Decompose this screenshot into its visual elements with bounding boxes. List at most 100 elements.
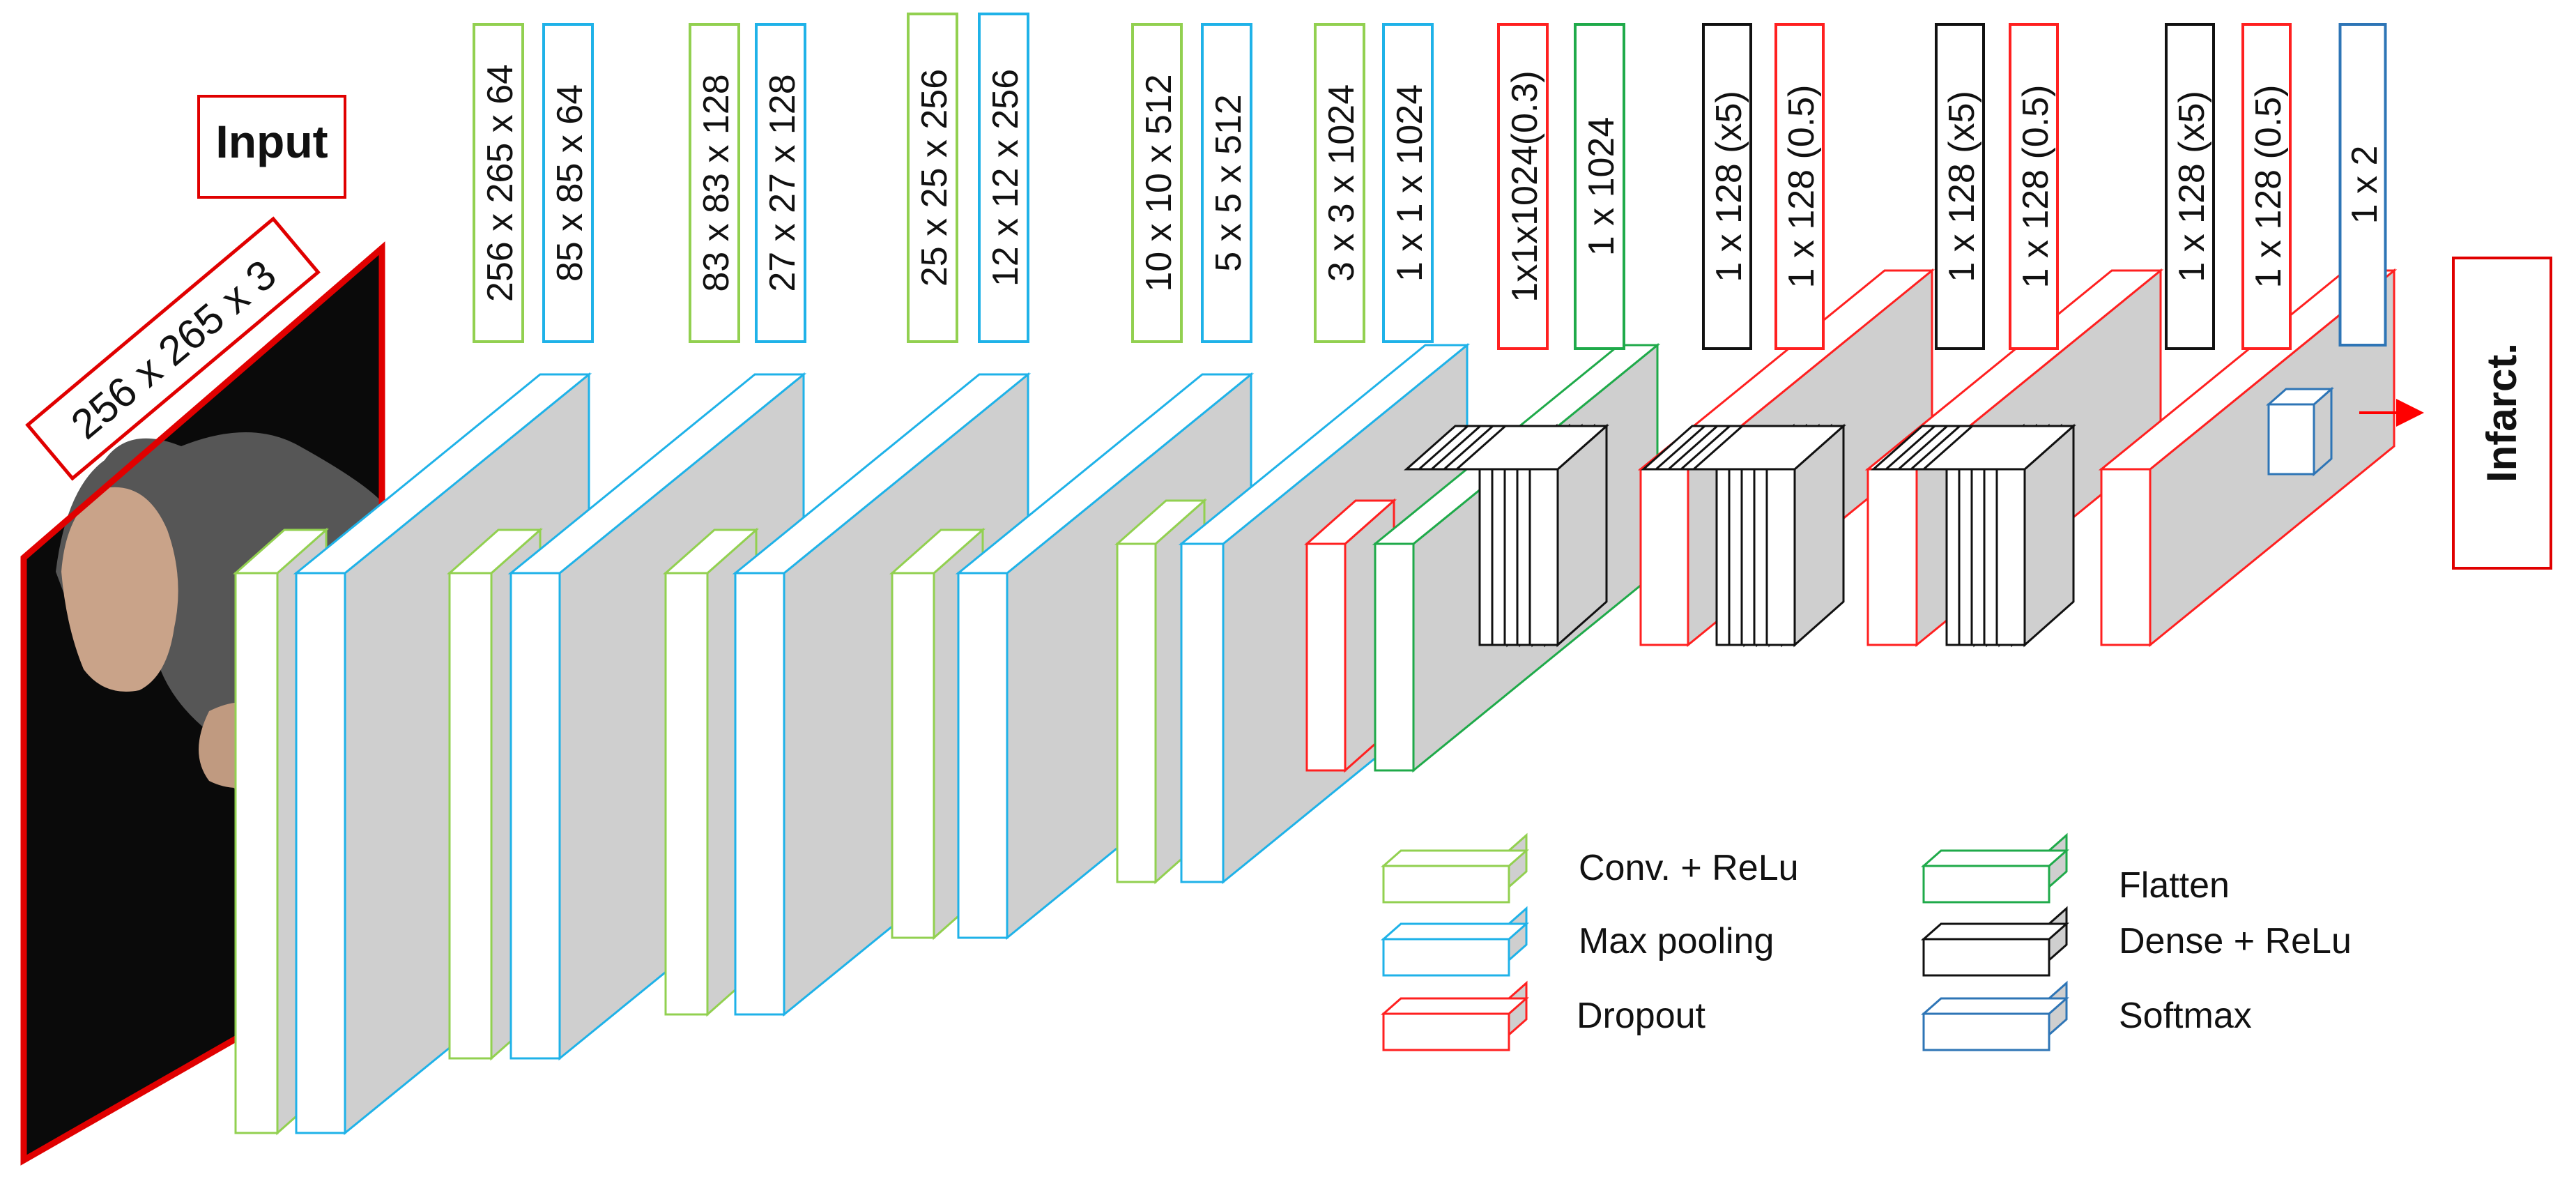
layer-front-face [734,572,785,1016]
dim-label-text: 1 x 128 (0.5) [1781,85,1822,289]
dim-label-text: 1x1x1024(0.3) [1505,70,1545,302]
dim-label-17: 1 x 128 (x5) [2165,23,2215,350]
dim-label-16: 1 x 128 (0.5) [2009,23,2059,350]
dim-label-2: 85 x 85 x 64 [542,23,594,343]
dim-label-box [1201,23,1252,343]
layer-dense-15 [1641,423,1846,648]
dim-label-text: 1 x 128 (0.5) [2248,85,2289,289]
dim-label-box [1774,23,1825,350]
input-label-box: Input [197,95,346,199]
layer-front-face [1180,542,1225,883]
dim-label-3: 83 x 83 x 128 [689,23,740,343]
legend-swatch-top [1921,849,2069,867]
dimension-labels-group: 256 x 265 x 64 85 x 85 x 64 83 x 83 x 128 2… [473,13,2387,350]
input-label: Input [215,116,328,167]
layer-front-face [1305,542,1347,772]
output-label: Infarct. [2478,343,2525,482]
legend-item-dense: Dense + ReLu [1921,906,2352,977]
dim-label-box [689,23,740,343]
dim-label-text: 1 x 1 x 1024 [1390,84,1430,282]
dim-label-19: 1 x 2 [2338,23,2387,347]
layer-front-face [1765,468,1796,646]
dim-label-box [755,23,806,343]
dim-label-box [2241,23,2292,350]
legend-label: Max pooling [1579,921,1774,961]
dim-label-text: 27 x 27 x 128 [762,74,803,291]
layer-front-face [664,572,709,1016]
layer-front-face [1116,542,1157,883]
layer-top-face [1454,425,1609,471]
dim-label-box [1314,23,1365,343]
legend-item-dropout: Dropout [1381,980,1706,1051]
dim-label-box [2338,23,2387,347]
dim-label-text: 83 x 83 x 128 [696,74,737,291]
layer-dense-13 [1404,423,1609,648]
dim-label-6: 12 x 12 x 256 [978,13,1029,343]
legend-swatch-top [1921,997,2069,1015]
layer-front-face [295,572,346,1134]
legend-swatch [1382,938,1510,977]
dim-label-text: 5 x 5 x 512 [1209,94,1249,271]
legend-swatch-top [1381,997,1529,1015]
dim-label-15: 1 x 128 (x5) [1935,23,1985,350]
dim-label-box [907,13,958,343]
legend-item-conv: Conv. + ReLu [1381,832,1799,904]
layer-front-face [1528,468,1559,646]
legend-swatch [1922,865,2050,904]
legend-swatch-top [1381,849,1529,867]
dim-label-text: 1 x 128 (x5) [1709,91,1749,282]
legend-label: Flatten [2119,865,2230,906]
face-shape [61,487,178,692]
layer-top-face [1921,425,2076,471]
legend-item-flatten: Flatten [1921,832,2230,906]
legend-item-pool: Max pooling [1381,906,1774,977]
layer-front-face [2267,403,2315,476]
dim-label-7: 10 x 10 x 512 [1131,23,1183,343]
dim-label-text: 1 x 128 (0.5) [2016,85,2056,289]
dim-label-box [1497,23,1549,350]
dim-label-10: 1 x 1 x 1024 [1382,23,1434,343]
dim-label-box [1382,23,1434,343]
layers-group [233,268,2398,1136]
legend-swatch [1922,1012,2050,1051]
layer-softmax-19 [2266,386,2334,477]
dim-label-5: 25 x 25 x 256 [907,13,958,343]
dim-label-11: 1x1x1024(0.3) [1497,23,1549,350]
dim-label-9: 3 x 3 x 1024 [1314,23,1365,343]
legend-label: Dense + ReLu [2119,921,2352,961]
dim-label-text: 12 x 12 x 256 [986,69,1026,287]
dim-label-12: 1 x 1024 [1574,23,1625,350]
dim-label-box [473,23,524,343]
legend-swatch [1382,865,1510,904]
layer-front-face [957,572,1009,939]
output-label-box: Infarct. [2452,257,2552,570]
dim-label-box [542,23,594,343]
legend-swatch [1382,1012,1510,1051]
dim-label-box [1702,23,1752,350]
legend-label: Softmax [2119,996,2252,1036]
dim-label-text: 256 x 265 x 64 [480,64,521,302]
dim-label-text: 25 x 25 x 256 [914,69,955,287]
layer-front-face [1995,468,2026,646]
dim-label-box [2009,23,2059,350]
legend-label: Dropout [1577,996,1706,1036]
dim-label-text: 10 x 10 x 512 [1139,74,1179,291]
dim-label-text: 1 x 128 (x5) [1942,91,1982,282]
dim-label-box [2165,23,2215,350]
layer-front-face [1866,468,1918,646]
legend-swatch-top [1381,922,1529,941]
dim-label-14: 1 x 128 (0.5) [1774,23,1825,350]
dim-label-4: 27 x 27 x 128 [755,23,806,343]
dim-label-text: 3 x 3 x 1024 [1321,84,1362,282]
dim-label-8: 5 x 5 x 512 [1201,23,1252,343]
legend-swatch-top [1921,922,2069,941]
dim-label-box [1574,23,1625,350]
legend-label: Conv. + ReLu [1579,848,1799,888]
layer-front-face [1639,468,1689,646]
dim-label-box [978,13,1029,343]
legend-swatch [1922,938,2050,977]
dim-label-text: 1 x 2 [2345,146,2385,225]
layer-front-face [891,572,935,939]
